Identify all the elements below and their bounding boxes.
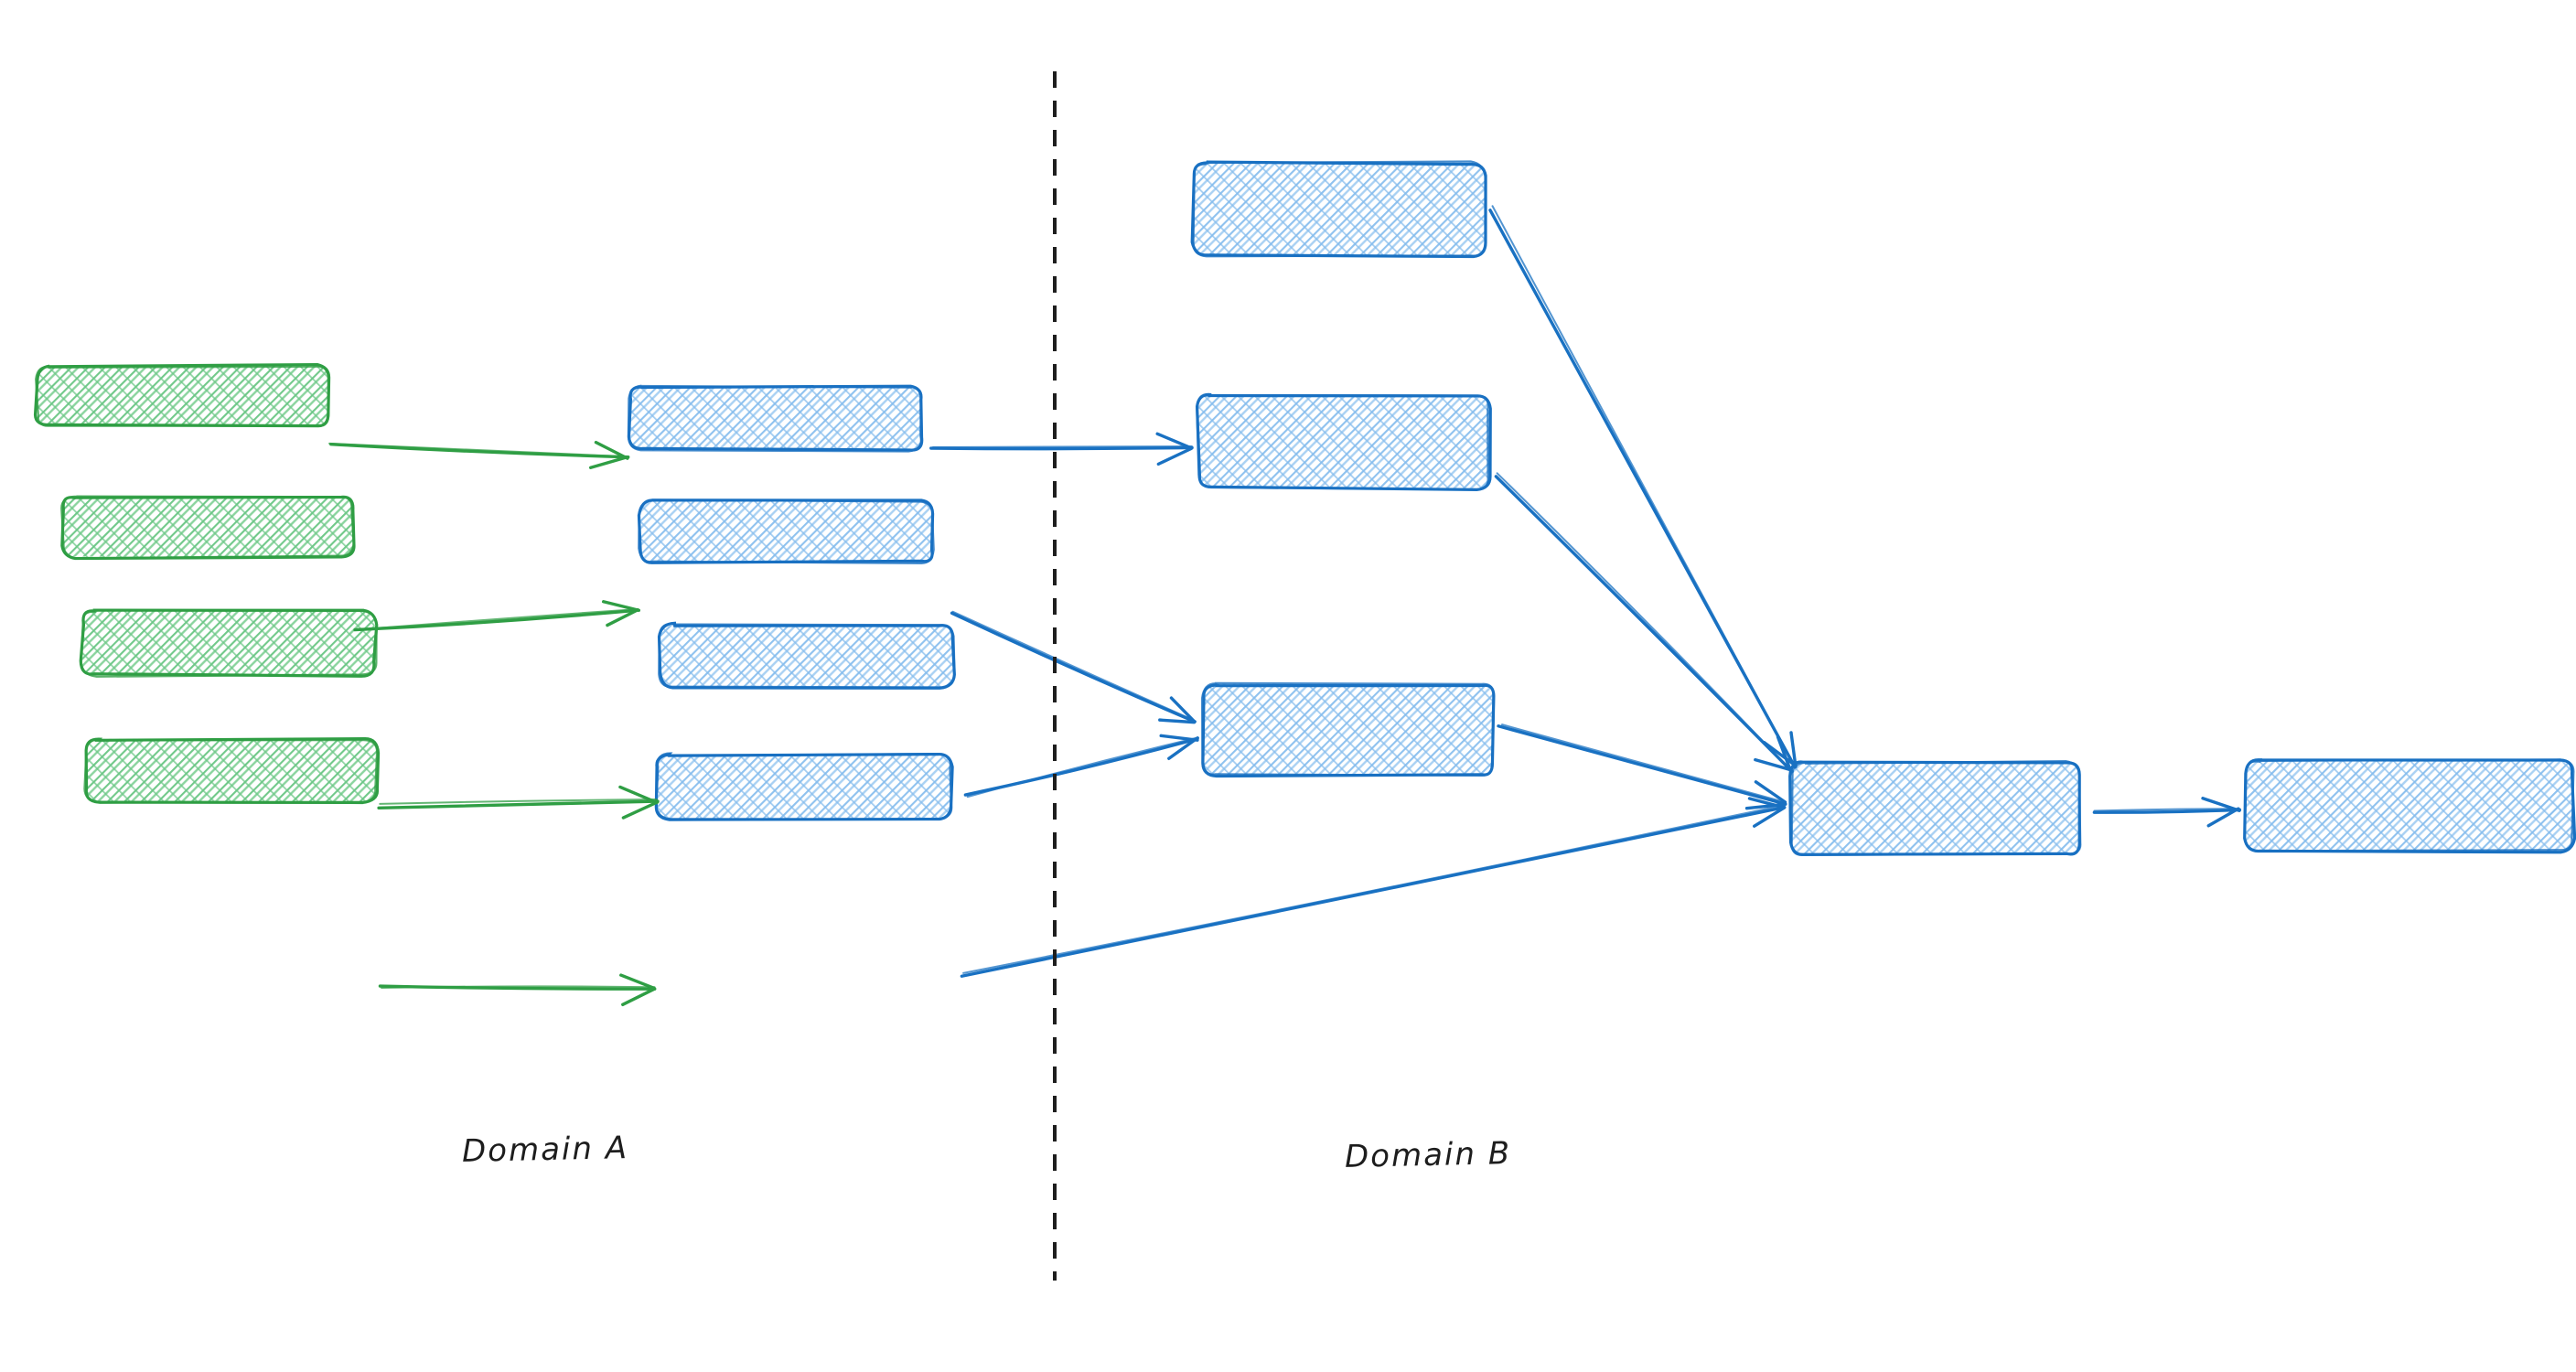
edge-blower-to-hub [1497, 724, 1787, 810]
edge-process1-to-bmid-top-arrowhead [1156, 446, 1193, 466]
edge-source2-to-process2-arrowhead [606, 608, 639, 627]
edge-source2-to-process2-arrowhead [601, 600, 641, 612]
edge-bmiddle-to-hub [1494, 472, 1794, 774]
edge-process1-to-bmid-top-line [929, 445, 1194, 451]
edge-source4-to-process4-arrowhead [621, 987, 657, 1007]
domain-a-label: Domain A [461, 1130, 629, 1170]
edge-process3-to-bmiddle-arrowhead [1159, 734, 1199, 742]
domain-b-box-top[interactable] [1190, 160, 1487, 259]
edge-hub-to-output-arrowhead [2206, 807, 2240, 828]
domain-a-process-box-1-fill-cross [628, 386, 923, 451]
edge-btop-to-hub-arrowhead [1762, 741, 1798, 767]
domain-a-process-box-3-fill-cross [660, 624, 954, 687]
domain-a-source-box-4-outline [83, 738, 379, 804]
edge-source4-to-process4-line [381, 985, 656, 990]
domain-a-source-box-3-fill-cross [81, 610, 375, 675]
edge-process3-to-bmiddle-arrowhead [1167, 736, 1199, 760]
domain-b-label: Domain B [1344, 1135, 1512, 1175]
edge-bmiddle-to-hub-arrowhead [1776, 735, 1793, 773]
edge-btop-to-hub-arrowhead [1789, 731, 1798, 768]
edge-hub-to-output-arrowhead [2201, 797, 2241, 812]
edge-source1-to-process1-arrowhead [594, 440, 629, 460]
edge-process2-to-bmiddle-line [950, 611, 1197, 724]
domain-b-box-middle-outline [1196, 393, 1489, 491]
edge-btop-to-hub-line [1491, 205, 1796, 767]
edge-process3-to-bmiddle [963, 734, 1199, 799]
domain-b-box-top-outline [1192, 160, 1487, 258]
domain-a-source-box-2-fill-cross [61, 496, 353, 558]
domain-a-source-box-2[interactable] [60, 495, 356, 561]
domain-b-output-box[interactable] [2243, 758, 2576, 854]
edge-process4-to-hub-line [960, 805, 1787, 978]
edge-bmiddle-to-hub-arrowhead [1754, 757, 1793, 772]
edge-hub-to-output [2092, 797, 2242, 828]
edge-process2-to-bmiddle-arrowhead [1158, 718, 1197, 724]
edge-process4-to-hub [960, 797, 1787, 978]
edge-source1-to-process1-line [328, 442, 629, 458]
domain-b-box-middle-fill-cross [1197, 394, 1490, 488]
domain-a-source-box-4[interactable] [83, 736, 381, 805]
domain-a-source-box-1[interactable] [33, 362, 331, 428]
edge-btop-to-hub [1488, 205, 1798, 769]
domain-a-source-box-4-fill-cross [86, 738, 377, 802]
edge-source4-to-process4 [378, 973, 657, 1007]
edge-source3-to-process3-line [377, 799, 660, 809]
edge-source4-to-process4-arrowhead [619, 973, 656, 991]
edge-process1-to-bmid-top-arrowhead [1155, 432, 1192, 450]
edge-bmiddle-to-hub-line [1496, 472, 1792, 771]
edges-layer [328, 205, 2242, 1007]
domain-a-process-box-4-outline [655, 752, 953, 820]
domain-b-box-lower-outline [1200, 681, 1496, 777]
domain-b-output-box-outline [2243, 758, 2575, 852]
edge-process4-to-hub-line [962, 804, 1785, 974]
edge-source2-to-process2 [353, 600, 641, 632]
domain-a-source-box-3[interactable] [79, 608, 379, 678]
domain-a-process-box-3-outline [658, 622, 956, 689]
edge-process2-to-bmiddle-line [951, 610, 1195, 722]
edge-blower-to-hub-line [1500, 724, 1787, 804]
domain-b-hub-box-fill-cross [1791, 761, 2081, 856]
edge-blower-to-hub-line [1497, 724, 1787, 806]
edge-process4-to-hub-arrowhead [1753, 806, 1787, 828]
edge-process3-to-bmiddle-line [966, 736, 1197, 799]
domain-b-output-box-fill-cross [2245, 760, 2573, 852]
domain-a-process-box-2-fill-cross [639, 500, 934, 563]
edge-blower-to-hub-arrowhead [1754, 780, 1787, 804]
domain-a-process-box-3[interactable] [657, 621, 956, 690]
edge-bmiddle-to-hub-line [1494, 475, 1794, 774]
edge-blower-to-hub-arrowhead [1744, 802, 1787, 810]
domain-a-process-box-1-outline [627, 384, 922, 453]
domain-a-process-box-4-fill-cross [656, 754, 952, 820]
domain-b-box-lower-fill-cross [1202, 683, 1495, 777]
edge-source3-to-process3-line [379, 799, 658, 805]
edge-hub-to-output-line [2092, 808, 2242, 814]
edge-process2-to-bmiddle-arrowhead [1169, 696, 1197, 724]
domain-a-process-box-1[interactable] [627, 384, 924, 453]
domain-b-hub-box-outline [1790, 760, 2082, 856]
domain-b-box-middle[interactable] [1195, 392, 1492, 491]
domain-a-source-box-2-outline [60, 495, 355, 560]
domain-a-source-box-1-outline [35, 365, 330, 427]
edge-process2-to-bmiddle [950, 610, 1197, 724]
domain-a-process-box-2-outline [638, 498, 935, 564]
domain-b-box-lower[interactable] [1200, 681, 1496, 778]
edge-source3-to-process3-arrowhead [618, 785, 659, 805]
domain-b-box-top-fill-cross [1194, 162, 1486, 257]
edge-source1-to-process1-arrowhead [589, 456, 628, 469]
domain-a-source-box-3-outline [80, 608, 378, 678]
domain-a-process-box-4[interactable] [654, 752, 954, 821]
edge-hub-to-output-line [2093, 808, 2241, 812]
domain-a-process-box-2[interactable] [637, 498, 935, 564]
edge-source3-to-process3-arrowhead [621, 800, 660, 820]
domain-a-source-box-1-fill-cross [36, 365, 330, 427]
nodes-layer [33, 160, 2576, 856]
edge-source3-to-process3 [377, 785, 660, 820]
edge-process1-to-bmid-top [929, 432, 1194, 466]
edge-source2-to-process2-line [354, 607, 639, 631]
edge-source1-to-process1 [328, 440, 630, 469]
domain-b-hub-box[interactable] [1788, 760, 2082, 856]
edge-process1-to-bmid-top-line [931, 445, 1193, 448]
